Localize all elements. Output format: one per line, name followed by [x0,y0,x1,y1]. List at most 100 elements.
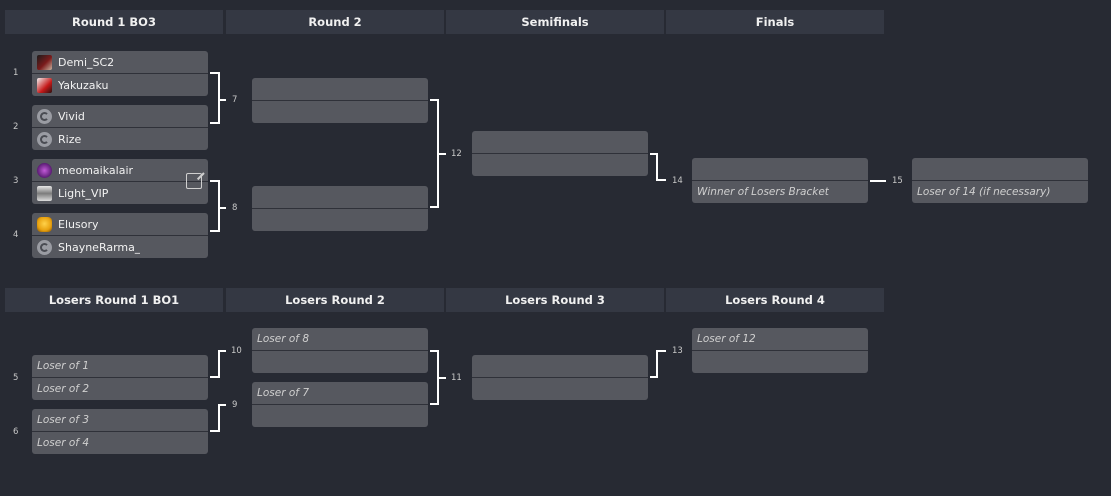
match-11-slot-top[interactable] [472,355,648,377]
match-8-slot-bottom[interactable] [252,209,428,231]
match-number-4: 4 [13,230,19,240]
slot-divider [32,127,208,128]
slot-divider [32,431,208,432]
match-10-slot-top[interactable]: Loser of 8 [252,328,428,350]
slot-divider [692,350,868,351]
header-finals: Finals [666,10,884,34]
player-name: ShayneRarma_ [58,240,141,254]
header-semifinals: Semifinals [446,10,664,34]
match-11[interactable] [472,355,648,400]
match-11-slot-bottom[interactable] [472,378,648,400]
match-2[interactable]: Vivid Rize [32,105,208,150]
match-6[interactable]: Loser of 3 Loser of 4 [32,409,208,454]
player-name: meomaikalair [58,163,134,177]
slot-divider [32,235,208,236]
match-8-slot-top[interactable] [252,186,428,208]
placeholder-label: Loser of 4 [37,437,89,449]
match-13-slot-top[interactable]: Loser of 12 [692,328,868,350]
match-8[interactable] [252,186,428,231]
player-name: Light_VIP [58,186,109,200]
match-10[interactable]: Loser of 8 [252,328,428,373]
header-round1: Round 1 BO3 [5,10,223,34]
header-losers-round1: Losers Round 1 BO1 [5,288,223,312]
player-name: Vivid [58,109,85,123]
match-9-slot-top[interactable]: Loser of 7 [252,382,428,404]
match-6-slot-bottom[interactable]: Loser of 4 [32,432,208,454]
match-12-slot-top[interactable] [472,131,648,153]
match-number-1: 1 [13,68,19,78]
player-avatar-icon [37,77,52,93]
match-number-3: 3 [13,176,19,186]
header-losers-round2: Losers Round 2 [226,288,444,312]
match-2-slot-top[interactable]: Vivid [32,105,208,127]
placeholder-label: Loser of 2 [37,383,89,395]
player-avatar-icon [37,162,52,178]
match-10-slot-bottom[interactable] [252,351,428,373]
default-avatar-icon [37,239,52,255]
match-14[interactable]: Winner of Losers Bracket [692,158,868,203]
match-5-slot-bottom[interactable]: Loser of 2 [32,378,208,400]
match-7-slot-top[interactable] [252,78,428,100]
player-name: Yakuzaku [58,78,109,92]
match-9[interactable]: Loser of 7 [252,382,428,427]
match-number-7: 7 [232,95,238,105]
header-losers-round3: Losers Round 3 [446,288,664,312]
match-number-6: 6 [13,427,19,437]
player-name: Elusory [58,217,99,231]
slot-divider [32,377,208,378]
match-number-9: 9 [232,400,238,410]
placeholder-label: Loser of 3 [37,414,89,426]
match-number-12: 12 [451,149,462,159]
match-13[interactable]: Loser of 12 [692,328,868,373]
slot-divider [252,208,428,209]
match-15-slot-top[interactable] [912,158,1088,180]
match-12-slot-bottom[interactable] [472,154,648,176]
slot-divider [912,180,1088,181]
player-name: Rize [58,132,82,146]
slot-divider [472,377,648,378]
slot-divider [252,100,428,101]
match-number-11: 11 [451,373,462,383]
slot-divider [692,180,868,181]
slot-divider [252,350,428,351]
match-number-14: 14 [672,176,683,186]
placeholder-label: Loser of 7 [257,387,309,399]
match-5-slot-top[interactable]: Loser of 1 [32,355,208,377]
match-3-slot-top[interactable]: meomaikalair [32,159,208,181]
match-number-5: 5 [13,373,19,383]
match-number-15: 15 [892,176,903,186]
slot-divider [32,181,208,182]
slot-divider [472,153,648,154]
placeholder-label: Loser of 1 [37,360,89,372]
match-1-slot-top[interactable]: Demi_SC2 [32,51,208,73]
player-name: Demi_SC2 [58,55,115,69]
match-14-slot-top[interactable] [692,158,868,180]
match-3-slot-bottom[interactable]: Light_VIP [32,182,208,204]
match-number-13: 13 [672,346,683,356]
match-9-slot-bottom[interactable] [252,405,428,427]
edit-icon[interactable] [186,173,202,189]
match-13-slot-bottom[interactable] [692,351,868,373]
slot-divider [32,73,208,74]
default-avatar-icon [37,108,52,124]
default-avatar-icon [37,131,52,147]
player-avatar-icon [37,54,52,70]
match-6-slot-top[interactable]: Loser of 3 [32,409,208,431]
match-4-slot-bottom[interactable]: ShayneRarma_ [32,236,208,258]
match-4[interactable]: Elusory ShayneRarma_ [32,213,208,258]
match-4-slot-top[interactable]: Elusory [32,213,208,235]
match-15[interactable]: Loser of 14 (if necessary) [912,158,1088,203]
match-7[interactable] [252,78,428,123]
match-15-slot-bottom[interactable]: Loser of 14 (if necessary) [912,181,1088,203]
header-losers-round4: Losers Round 4 [666,288,884,312]
match-7-slot-bottom[interactable] [252,101,428,123]
match-3[interactable]: meomaikalair Light_VIP [32,159,208,204]
match-1-slot-bottom[interactable]: Yakuzaku [32,74,208,96]
match-5[interactable]: Loser of 1 Loser of 2 [32,355,208,400]
match-2-slot-bottom[interactable]: Rize [32,128,208,150]
match-14-slot-bottom[interactable]: Winner of Losers Bracket [692,181,868,203]
match-1[interactable]: Demi_SC2 Yakuzaku [32,51,208,96]
match-12[interactable] [472,131,648,176]
placeholder-label: Winner of Losers Bracket [697,186,829,198]
